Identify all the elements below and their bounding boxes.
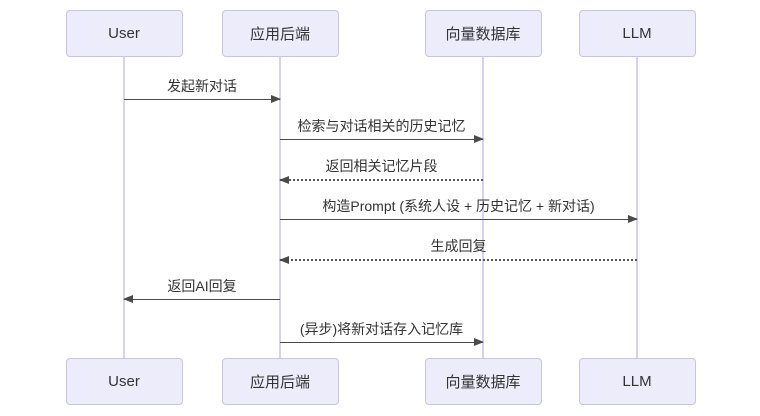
message-label-7: (异步)将新对话存入记忆库 — [299, 321, 464, 337]
message-arrow-1 — [124, 95, 281, 103]
actor-top-backend: 应用后端 — [221, 10, 339, 57]
actor-bottom-backend: 应用后端 — [221, 358, 339, 405]
message-arrow-3 — [279, 176, 483, 184]
message-arrow-2 — [280, 135, 484, 143]
arrowhead-icon — [474, 338, 484, 346]
actor-top-user: User — [65, 10, 183, 57]
actor-top-llm: LLM — [578, 10, 696, 57]
actor-bottom-user: User — [65, 358, 183, 405]
arrowhead-icon — [279, 176, 289, 184]
message-label-3: 返回相关记忆片段 — [325, 158, 438, 174]
arrowhead-icon — [271, 95, 281, 103]
actor-bottom-vectordb: 向量数据库 — [424, 358, 542, 405]
message-arrow-4 — [280, 215, 638, 223]
lifeline-llm — [636, 57, 638, 358]
message-arrow-5 — [279, 256, 637, 264]
message-arrow-6 — [123, 295, 280, 303]
arrowhead-icon — [123, 295, 133, 303]
message-label-4: 构造Prompt (系统人设 + 历史记忆 + 新对话) — [322, 198, 595, 214]
lifeline-user — [123, 57, 125, 358]
message-arrow-7 — [280, 338, 484, 346]
lifeline-backend — [279, 57, 281, 358]
arrowhead-icon — [628, 215, 638, 223]
arrowhead-icon — [279, 256, 289, 264]
arrowhead-icon — [474, 135, 484, 143]
message-label-6: 返回AI回复 — [167, 278, 237, 294]
actor-top-vectordb: 向量数据库 — [424, 10, 542, 57]
lifeline-vectordb — [482, 57, 484, 358]
message-label-2: 检索与对话相关的历史记忆 — [297, 118, 466, 134]
message-label-1: 发起新对话 — [167, 78, 237, 94]
actor-bottom-llm: LLM — [578, 358, 696, 405]
message-label-5: 生成回复 — [430, 238, 487, 254]
